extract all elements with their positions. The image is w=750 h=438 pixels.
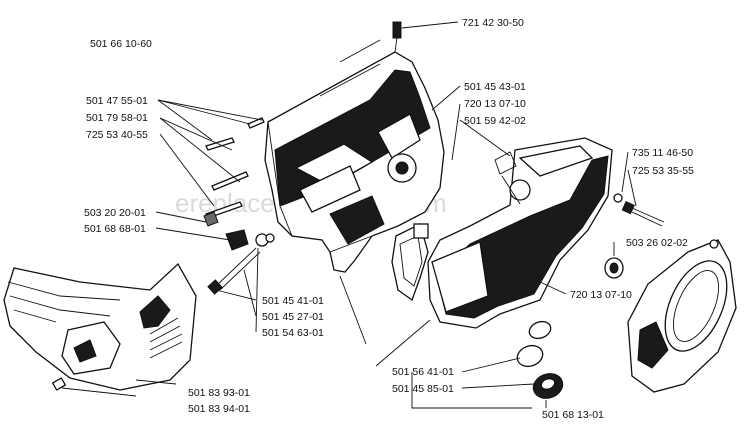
leader-lines — [61, 21, 637, 409]
gasket — [391, 223, 429, 302]
part-label-cover: 720 13 07-10 — [570, 289, 632, 301]
part-label-top-screw: 721 42 30-50 — [462, 17, 524, 29]
part-label-right-screw-2: 725 53 35-55 — [632, 165, 694, 177]
oil-cap — [516, 320, 564, 399]
part-label-cap-1: 501 56 41-01 — [392, 366, 454, 378]
part-label-washer: 501 45 27-01 — [262, 311, 324, 323]
assembly-number-label: 501 66 10-60 — [90, 38, 152, 50]
guide-rods — [205, 117, 265, 219]
part-label-upper-mid-1: 501 45 43-01 — [464, 81, 526, 93]
grommet — [604, 257, 624, 279]
part-label-lower-left-2: 501 83 94-01 — [188, 403, 250, 415]
part-label-nut: 503 20 20-01 — [84, 207, 146, 219]
part-label-right-screw-1: 735 11 46-50 — [632, 147, 693, 159]
cylinder-cover — [427, 137, 613, 329]
fasteners-left — [203, 211, 275, 295]
part-label-spacer: 501 54 63-01 — [262, 327, 324, 339]
part-label-cap-2: 501 45 85-01 — [392, 383, 454, 395]
saw-body — [3, 262, 197, 391]
part-label-rod-b: 501 79 58-01 — [86, 112, 148, 124]
part-label-upper-mid-2: 720 13 07-10 — [464, 98, 526, 110]
part-label-grommet: 503 26 02-02 — [626, 237, 688, 249]
part-label-rod-a: 501 47 55-01 — [86, 95, 148, 107]
part-label-cap-3: 501 68 13-01 — [542, 409, 604, 421]
crankcase-housing — [264, 21, 445, 273]
part-label-bolt-long: 501 45 41-01 — [262, 295, 324, 307]
part-label-lower-left-1: 501 83 93-01 — [188, 387, 250, 399]
part-label-upper-mid-3: 501 59 42-02 — [464, 115, 526, 127]
part-label-rod-c: 725 53 40-55 — [86, 129, 148, 141]
right-screws — [613, 193, 665, 227]
muffler-plate — [627, 239, 737, 393]
part-label-clip: 501 68 68-01 — [84, 223, 146, 235]
